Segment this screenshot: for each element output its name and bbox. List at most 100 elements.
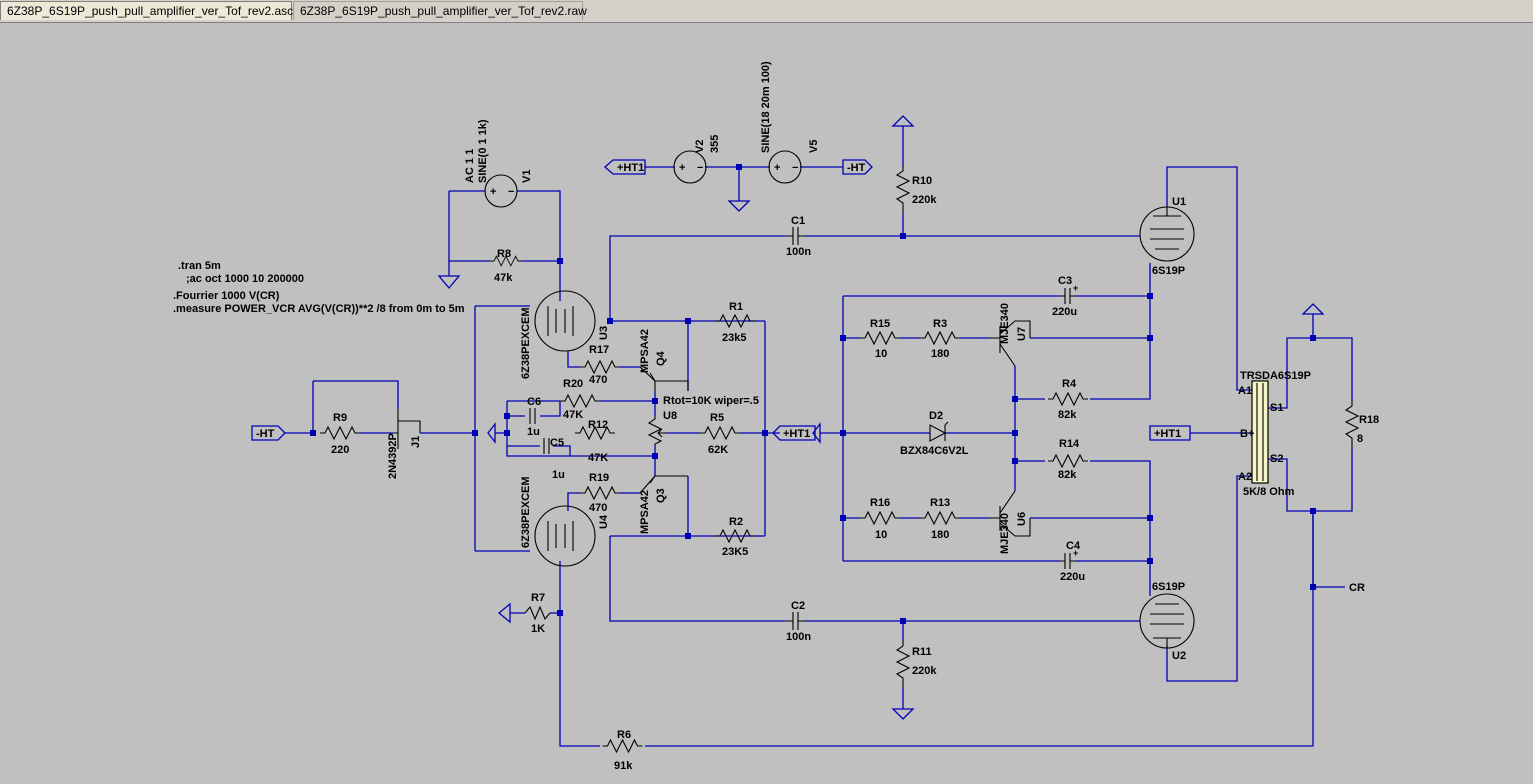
svg-text:6Z38PEXCEM: 6Z38PEXCEM [520, 307, 532, 379]
directive-meas: .measure POWER_VCR AVG(V(CR))**2 /8 from… [173, 303, 465, 315]
wires [285, 126, 1353, 747]
svg-text:82k: 82k [1058, 469, 1077, 481]
capacitor-c2[interactable] [785, 612, 805, 630]
svg-text:R12: R12 [588, 419, 608, 431]
svg-text:MPSA42: MPSA42 [639, 329, 651, 373]
svg-text:R7: R7 [531, 592, 545, 604]
tab-raw[interactable]: 6Z38P_6S19P_push_pull_amplifier_ver_Tof_… [293, 1, 587, 20]
svg-text:+: + [774, 162, 780, 174]
svg-text:R20: R20 [563, 378, 583, 390]
svg-text:R15: R15 [870, 318, 890, 330]
spice-directives[interactable]: .tran 5m ;ac oct 1000 10 200000 .Fourrie… [173, 260, 465, 315]
resistor-r4[interactable] [1047, 392, 1089, 406]
transistor-u7[interactable] [990, 320, 1031, 367]
svg-text:220k: 220k [912, 194, 937, 206]
capacitor-c5[interactable] [543, 438, 550, 454]
tab-raw-label: 6Z38P_6S19P_push_pull_amplifier_ver_Tof_… [300, 4, 587, 18]
svg-text:U7: U7 [1016, 327, 1028, 341]
svg-text:+: + [490, 186, 496, 198]
svg-text:5K/8 Ohm: 5K/8 Ohm [1243, 486, 1295, 498]
net-label-ht-j1[interactable]: -HT [251, 425, 286, 441]
tube-u1[interactable] [1139, 206, 1195, 262]
svg-text:V5: V5 [808, 140, 820, 153]
svg-text:R19: R19 [589, 472, 609, 484]
svg-text:AC 1 1: AC 1 1 [464, 149, 476, 183]
tab-bar: 6Z38P_6S19P_push_pull_amplifier_ver_Tof_… [0, 0, 1533, 23]
svg-text:+HT1: +HT1 [1154, 428, 1181, 440]
resistor-r15[interactable] [859, 331, 901, 345]
svg-text:D2: D2 [929, 410, 943, 422]
capacitor-c3[interactable]: + [1060, 283, 1078, 304]
transistor-q4[interactable] [639, 366, 689, 391]
svg-text:100n: 100n [786, 246, 811, 258]
zener-diode-d2[interactable] [929, 421, 949, 442]
svg-text:-HT: -HT [847, 162, 866, 174]
svg-text:470: 470 [589, 374, 607, 386]
svg-text:SINE(18 20m 100): SINE(18 20m 100) [760, 61, 772, 153]
tube-u4[interactable] [534, 505, 596, 567]
rotated-labels: AC 1 1 SINE(0 1 1k) V1 V2 355 SINE(18 20… [387, 61, 1028, 554]
svg-text:R13: R13 [930, 497, 950, 509]
svg-text:82k: 82k [1058, 409, 1077, 421]
potentiometer-u8[interactable] [647, 416, 665, 446]
resistor-r18[interactable] [1344, 401, 1360, 449]
voltage-source-v2[interactable]: +− [673, 150, 707, 184]
svg-text:10: 10 [875, 529, 887, 541]
svg-text:R14: R14 [1059, 438, 1080, 450]
resistor-r3[interactable] [919, 331, 961, 345]
tube-u3[interactable] [534, 290, 596, 352]
schematic[interactable]: + + +− +− +− +HT1 -HT -HT +HT1 +HT1 [0, 23, 1533, 779]
resistor-r6[interactable] [601, 739, 644, 753]
output-transformer[interactable] [1251, 380, 1269, 484]
resistor-r19[interactable] [579, 486, 621, 500]
svg-text:BZX84C6V2L: BZX84C6V2L [900, 445, 969, 457]
component-labels: R8 47k R9 220 R1 23k5 R2 23K5 R17 470 R1… [331, 175, 1379, 772]
svg-text:220: 220 [331, 444, 349, 456]
svg-text:180: 180 [931, 348, 949, 360]
voltage-source-v5[interactable]: +− [768, 150, 802, 184]
resistor-r13[interactable] [919, 511, 961, 525]
svg-text:A2: A2 [1238, 471, 1252, 483]
svg-text:100n: 100n [786, 631, 811, 643]
svg-text:V2: V2 [694, 140, 706, 153]
svg-text:220u: 220u [1052, 306, 1077, 318]
resistor-r5[interactable] [699, 426, 741, 440]
svg-text:R1: R1 [729, 301, 743, 313]
svg-text:C2: C2 [791, 600, 805, 612]
svg-text:C5: C5 [550, 437, 564, 449]
svg-text:23K5: 23K5 [722, 546, 748, 558]
svg-text:470: 470 [589, 502, 607, 514]
net-label-ht1-v2[interactable]: +HT1 [604, 159, 646, 175]
capacitor-c1[interactable] [785, 227, 805, 245]
net-label-ht-v5[interactable]: -HT [842, 159, 873, 175]
capacitor-c4[interactable]: + [1060, 548, 1078, 569]
resistor-r7[interactable] [524, 605, 551, 621]
resistor-r17[interactable] [579, 360, 621, 374]
svg-text:U6: U6 [1016, 512, 1028, 526]
transistor-u6[interactable] [990, 490, 1031, 537]
transistor-q3[interactable] [639, 475, 688, 494]
resistor-r16[interactable] [859, 511, 901, 525]
svg-text:S2: S2 [1270, 453, 1283, 465]
schematic-canvas[interactable]: + + +− +− +− +HT1 -HT -HT +HT1 +HT1 [0, 22, 1533, 779]
svg-text:U4: U4 [598, 514, 610, 529]
resistor-r11[interactable] [895, 641, 911, 688]
voltage-source-v1[interactable]: +− [484, 174, 518, 208]
svg-text:U1: U1 [1172, 196, 1186, 208]
resistor-r9[interactable] [319, 426, 361, 440]
svg-text:220k: 220k [912, 665, 937, 677]
svg-text:S1: S1 [1270, 402, 1283, 414]
svg-text:−: − [792, 162, 798, 174]
resistor-r10[interactable] [895, 166, 911, 213]
svg-text:47k: 47k [494, 272, 513, 284]
svg-text:R6: R6 [617, 729, 631, 741]
net-label-ht1-r5[interactable]: +HT1 [772, 425, 816, 441]
svg-text:−: − [697, 162, 703, 174]
jfet-j1[interactable] [393, 409, 421, 449]
tube-u2[interactable] [1139, 593, 1195, 649]
capacitor-c6[interactable] [529, 408, 536, 424]
resistor-r20[interactable] [559, 394, 601, 408]
tab-asc[interactable]: 6Z38P_6S19P_push_pull_amplifier_ver_Tof_… [0, 1, 293, 20]
net-label-ht1-trafo[interactable]: +HT1 [1149, 425, 1191, 441]
resistor-r14[interactable] [1047, 454, 1089, 468]
